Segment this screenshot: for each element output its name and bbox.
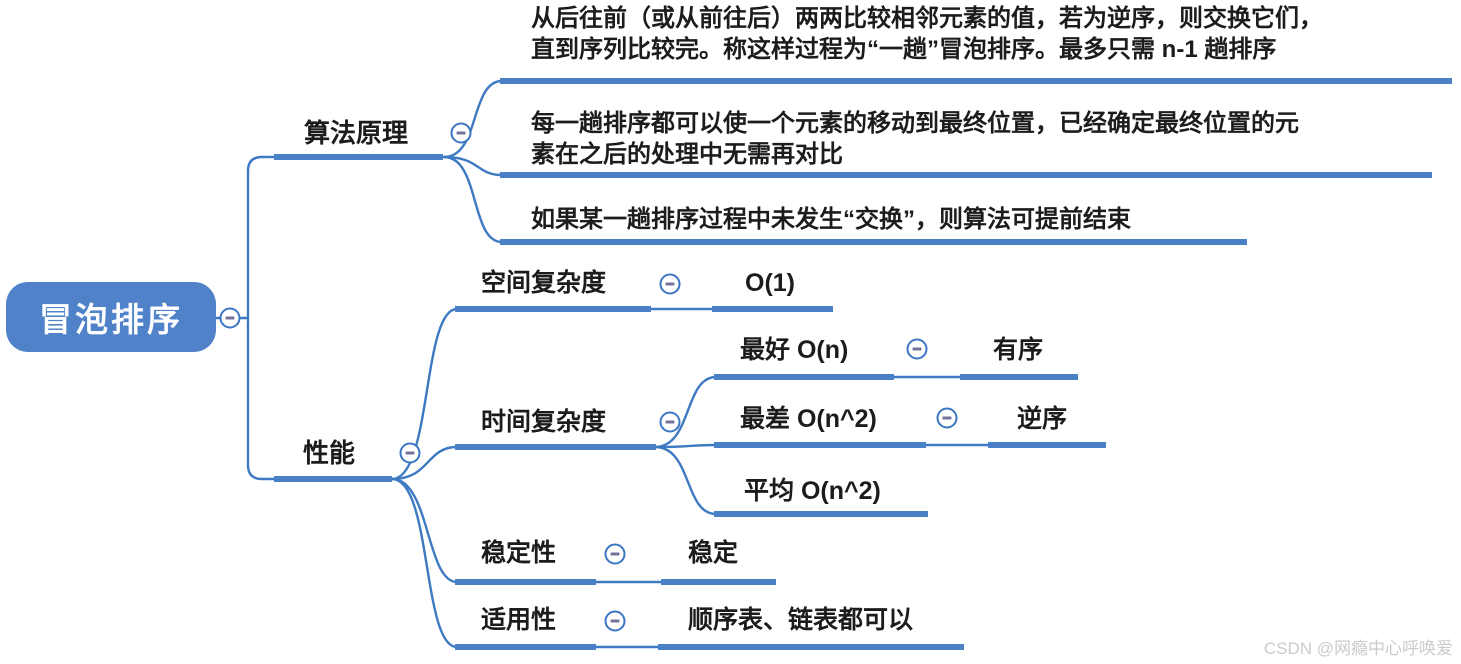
minus-icon: [665, 282, 675, 286]
minus-icon: [610, 552, 620, 556]
collapse-button-algorithm-principle[interactable]: [450, 122, 472, 144]
principle-step-line1: 从后往前（或从前往后）两两比较相邻元素的值，若为逆序，则交换它们，: [531, 5, 1323, 32]
minus-icon: [456, 131, 466, 135]
minus-icon: [912, 347, 922, 351]
minus-icon: [405, 451, 415, 455]
collapse-button-space-complexity[interactable]: [659, 273, 681, 295]
minus-icon: [665, 420, 675, 424]
root-node[interactable]: 冒泡排序: [6, 282, 216, 352]
node-stability[interactable]: 稳定性: [481, 539, 557, 567]
node-space-complexity[interactable]: 空间复杂度: [481, 269, 607, 297]
collapse-button-time-worst[interactable]: [936, 407, 958, 429]
root-label: 冒泡排序: [39, 301, 183, 338]
principle-step-line2: 直到序列比较完。称这样过程为“一趟”冒泡排序。最多只需 n-1 趟排序: [531, 36, 1277, 63]
principle-early-stop-line1: 如果某一趟排序过程中未发生“交换”，则算法可提前结束: [531, 206, 1131, 233]
collapse-button-root[interactable]: [219, 307, 241, 329]
collapse-button-performance[interactable]: [399, 442, 421, 464]
collapse-button-time-complexity[interactable]: [659, 411, 681, 433]
minus-icon: [942, 416, 952, 420]
node-algorithm-principle[interactable]: 算法原理: [304, 118, 409, 148]
node-time-best[interactable]: 最好 O(n): [740, 336, 849, 364]
node-applicability-value[interactable]: 顺序表、链表都可以: [688, 606, 914, 634]
node-stability-value[interactable]: 稳定: [688, 539, 739, 567]
node-time-average[interactable]: 平均 O(n^2): [744, 477, 881, 505]
collapse-button-stability[interactable]: [604, 543, 626, 565]
node-performance[interactable]: 性能: [303, 438, 356, 468]
minus-icon: [225, 316, 235, 320]
node-time-worst-value[interactable]: 逆序: [1017, 405, 1068, 433]
principle-final-line2: 素在之后的处理中无需再对比: [531, 141, 843, 168]
node-time-worst[interactable]: 最差 O(n^2): [740, 405, 877, 433]
thin-connectors: [214, 79, 992, 649]
node-applicability[interactable]: 适用性: [481, 606, 557, 634]
node-time-best-value[interactable]: 有序: [993, 336, 1044, 364]
node-time-complexity[interactable]: 时间复杂度: [481, 408, 607, 436]
node-principle-final-position[interactable]: 每一趟排序都可以使一个元素的移动到最终位置，已经确定最终位置的元 素在之后的处理…: [531, 108, 1299, 170]
collapse-button-applicability[interactable]: [604, 610, 626, 632]
node-principle-step[interactable]: 从后往前（或从前往后）两两比较相邻元素的值，若为逆序，则交换它们， 直到序列比较…: [531, 3, 1323, 65]
collapse-button-time-best[interactable]: [906, 338, 928, 360]
principle-final-line1: 每一趟排序都可以使一个元素的移动到最终位置，已经确定最终位置的元: [531, 110, 1299, 137]
minus-icon: [610, 619, 620, 623]
node-principle-early-stop[interactable]: 如果某一趟排序过程中未发生“交换”，则算法可提前结束: [531, 204, 1131, 235]
node-underlines: [274, 78, 1452, 650]
node-space-complexity-value[interactable]: O(1): [745, 269, 795, 297]
watermark: CSDN @网瘾中心呼唤爱: [1263, 639, 1453, 658]
